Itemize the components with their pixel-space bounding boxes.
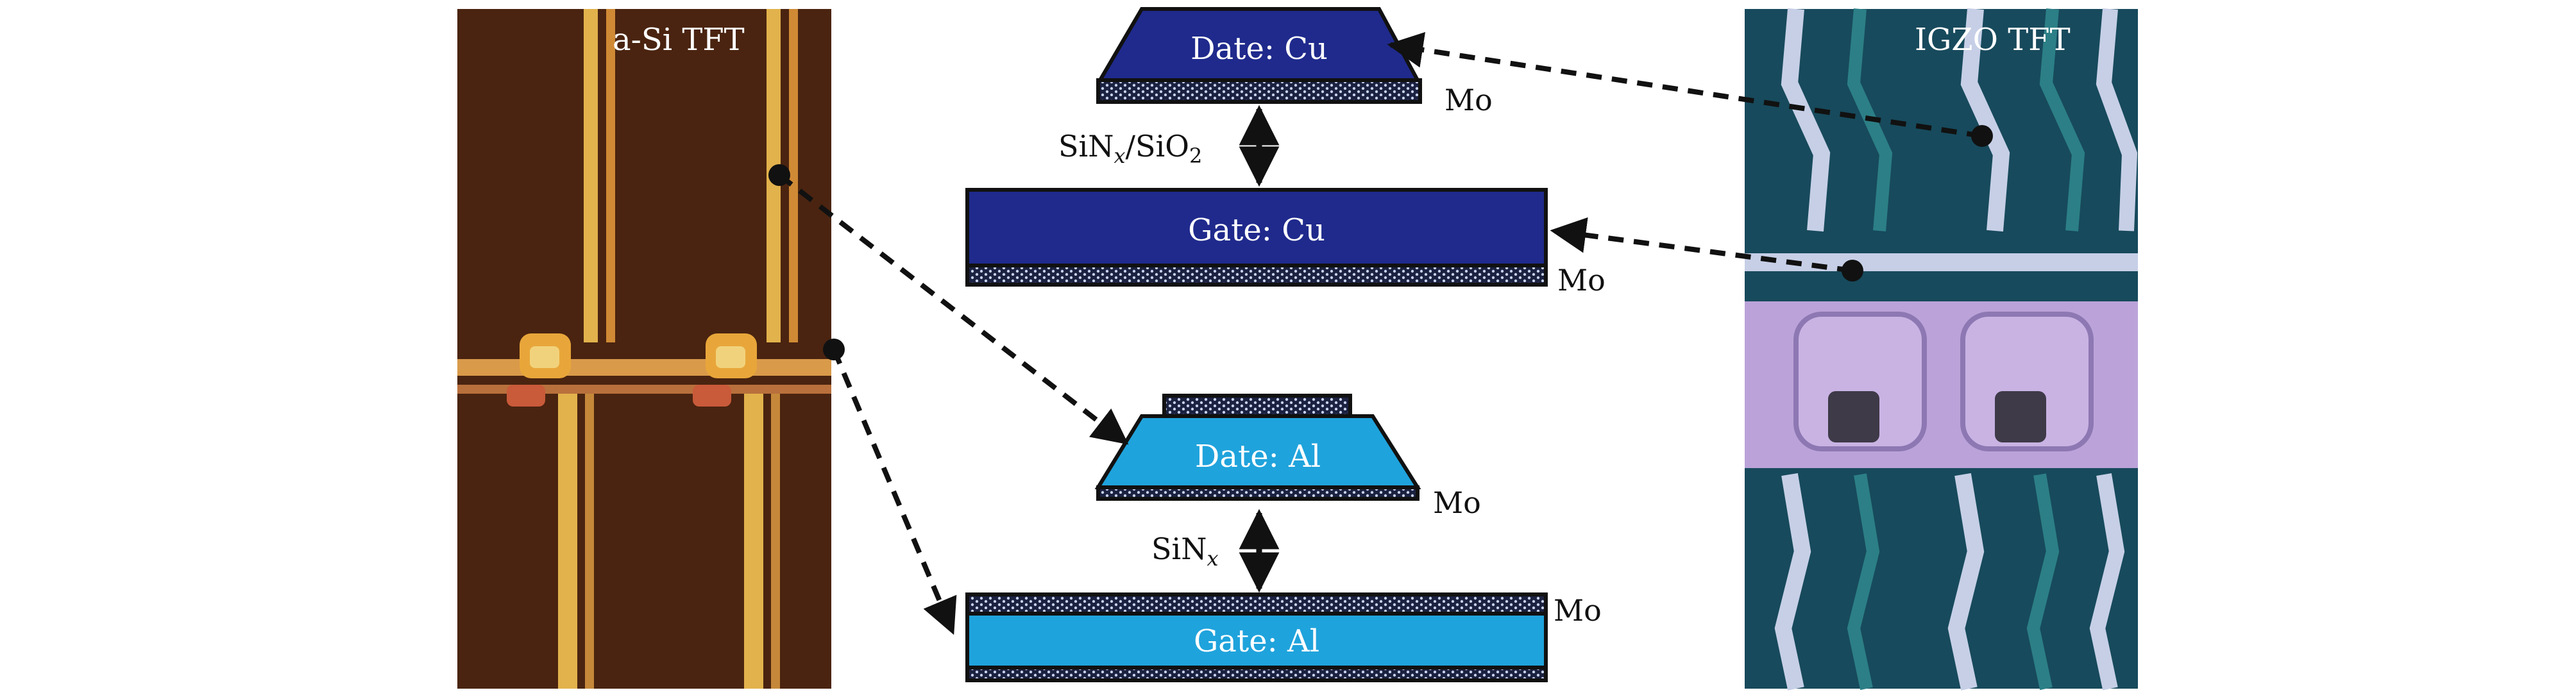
- igzo-data-connector: [1387, 31, 1983, 139]
- cu-insulator-label: SiNx/SiO2: [1058, 129, 1202, 168]
- asi-gate-connector: [831, 348, 957, 635]
- al-gate-label: Gate: Al: [1194, 623, 1319, 659]
- al-gate-mo-bottom: [965, 666, 1548, 682]
- al-gate-mo-label: Mo: [1554, 593, 1602, 628]
- al-data-mo-layer: [1162, 394, 1352, 418]
- al-data-label: Date: Al: [1195, 439, 1321, 474]
- asi-data-connector: [777, 172, 1129, 445]
- asi-tft-title: a-Si TFT: [613, 22, 745, 58]
- al-stack: Date: Al Mo SiNx Gate: Al Mo: [965, 394, 1602, 682]
- al-data-mo-bottom: [1096, 485, 1419, 501]
- cu-stack: Date: Cu Mo SiNx/SiO2 Gate: Cu Mo: [965, 7, 1606, 298]
- igzo-tft-title: IGZO TFT: [1915, 22, 2071, 58]
- cu-gate-mo-label: Mo: [1557, 263, 1606, 298]
- igzo-tft-micrograph: IGZO TFT: [1745, 8, 2138, 691]
- al-data-mo-label: Mo: [1433, 485, 1481, 520]
- asi-tft-micrograph: a-Si TFT: [457, 9, 831, 689]
- cu-data-mo-label: Mo: [1445, 83, 1493, 117]
- cu-data-mo-layer: [1096, 78, 1422, 104]
- al-gate-mo-top: [965, 592, 1548, 616]
- cu-gate-electrode: [965, 188, 1548, 267]
- cu-data-label: Date: Cu: [1191, 31, 1328, 67]
- cu-gate-mo-layer: [965, 264, 1548, 287]
- cu-gate-label: Gate: Cu: [1188, 212, 1325, 248]
- al-gate-electrode: [965, 612, 1548, 669]
- connector-endpoints: [768, 125, 1993, 360]
- al-insulator-label: SiNx: [1151, 532, 1219, 571]
- connector-arrows: [777, 31, 1983, 635]
